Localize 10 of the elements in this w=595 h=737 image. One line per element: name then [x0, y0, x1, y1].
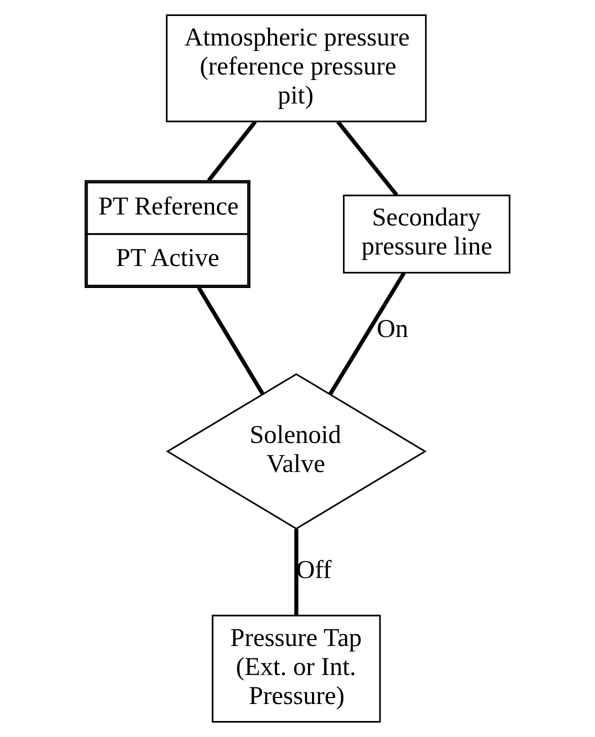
- connector: [294, 529, 298, 616]
- connector: [207, 120, 257, 182]
- node-box: Secondary pressure line: [342, 194, 510, 274]
- connector: [328, 272, 406, 396]
- node-box: Pressure Tap (Ext. or Int. Pressure): [212, 614, 381, 723]
- node-diamond: Solenoid Valve: [166, 373, 427, 530]
- connector: [196, 286, 264, 395]
- node-box: Atmospheric pressure (reference pressure pit): [166, 14, 427, 122]
- connector: [336, 120, 398, 196]
- edge-label: On: [376, 314, 408, 343]
